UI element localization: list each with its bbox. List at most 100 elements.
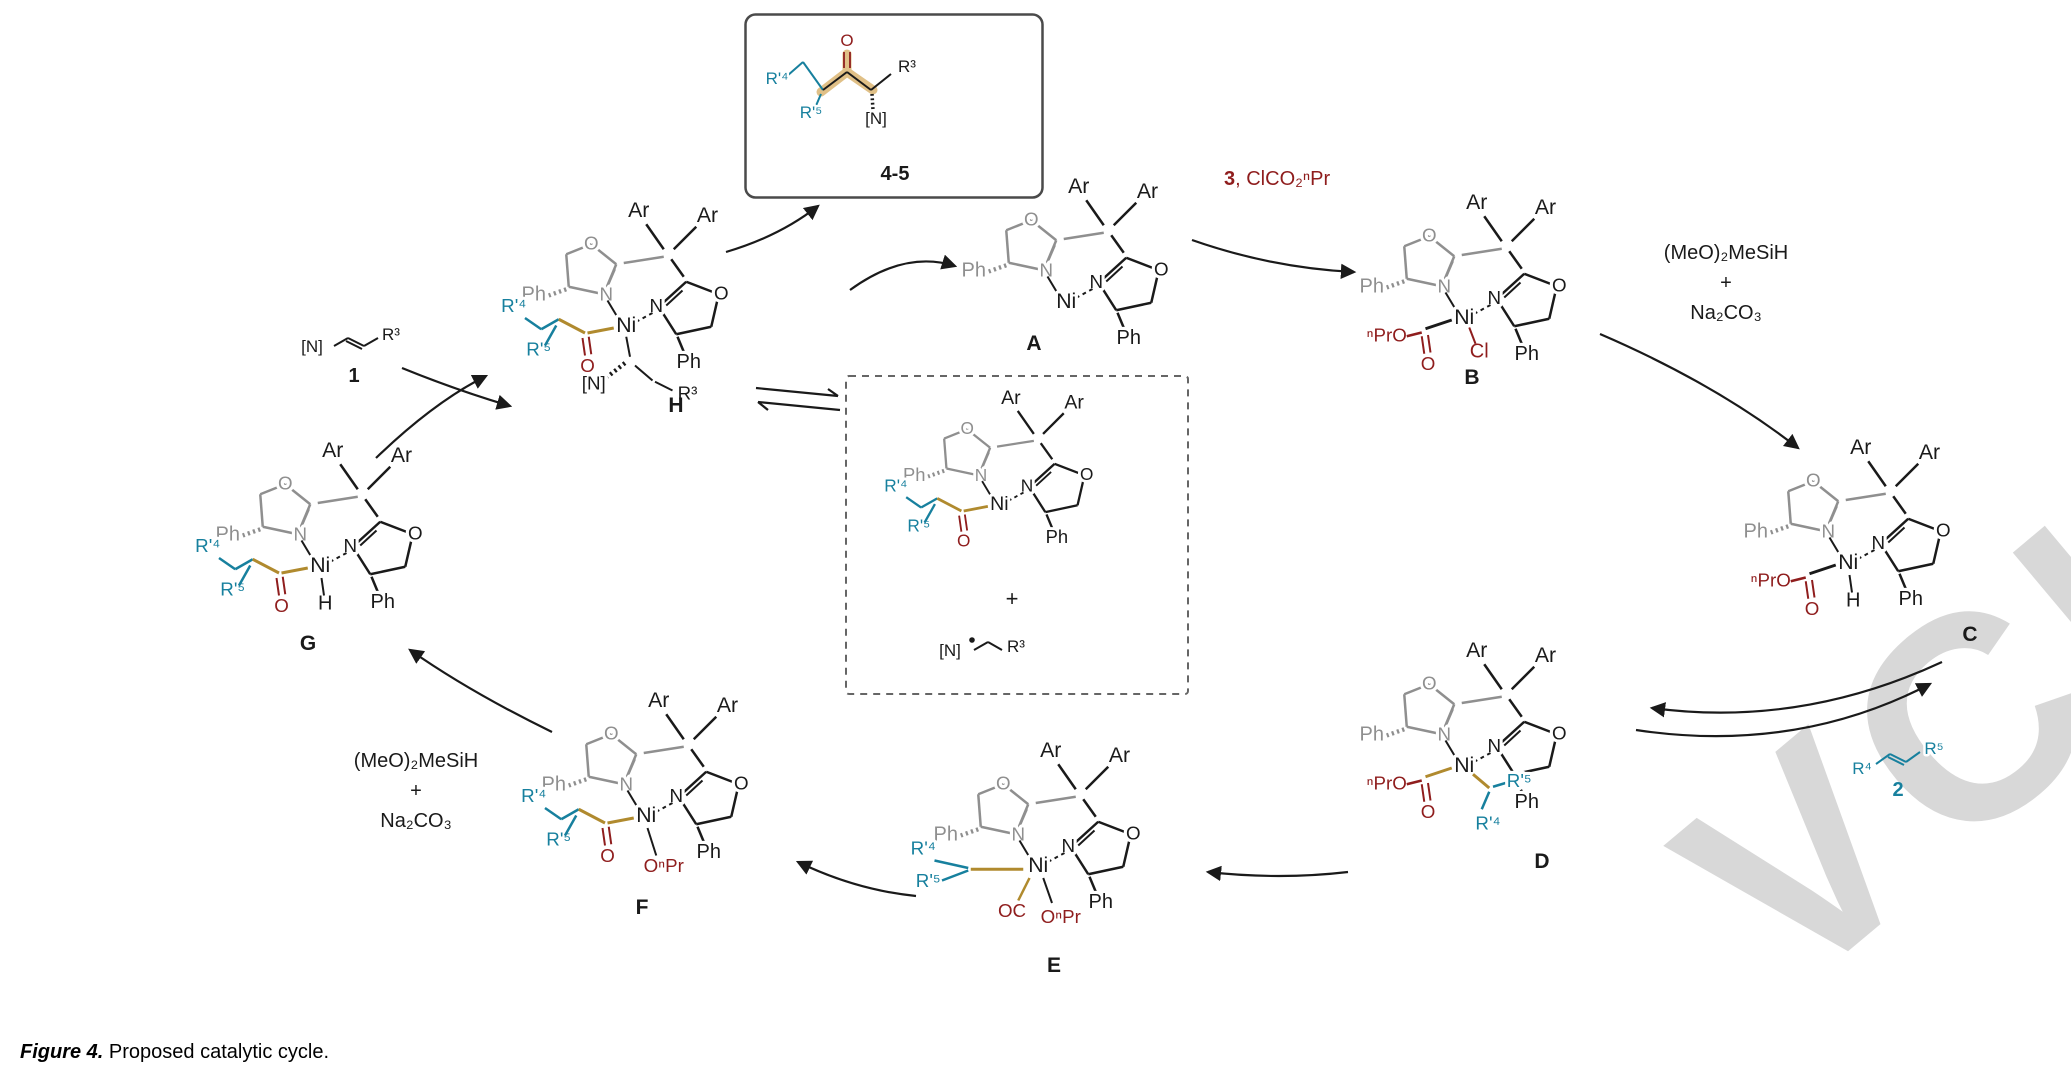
bond bbox=[1005, 219, 1032, 232]
ni-center: Ni bbox=[310, 553, 330, 577]
bond bbox=[1790, 576, 1807, 583]
atom-label: O bbox=[1154, 258, 1169, 279]
bond bbox=[1420, 336, 1426, 354]
bond bbox=[1425, 766, 1453, 779]
bond bbox=[1115, 301, 1152, 312]
product-black-bonds bbox=[822, 71, 892, 111]
bond bbox=[941, 869, 969, 882]
bond bbox=[601, 827, 606, 846]
bond bbox=[1386, 727, 1405, 738]
bond bbox=[1857, 549, 1875, 560]
ni-center: Ni bbox=[1056, 289, 1076, 313]
atom-label: Ph bbox=[934, 824, 958, 846]
bond bbox=[369, 565, 406, 576]
bond bbox=[685, 779, 704, 797]
atom-label: N bbox=[1487, 735, 1501, 756]
bond bbox=[1125, 256, 1160, 272]
bond bbox=[1008, 491, 1024, 502]
atom-label: Ar bbox=[1040, 738, 1061, 762]
atom-label: O bbox=[1422, 672, 1437, 693]
radical-bonds bbox=[973, 641, 1003, 651]
bond bbox=[1427, 334, 1432, 353]
product-teal-bonds bbox=[786, 61, 824, 109]
atom-label: OⁿPr bbox=[1041, 906, 1081, 927]
atom-label: Ar bbox=[717, 693, 738, 717]
arrow-f-to-g bbox=[408, 648, 553, 733]
bond bbox=[1898, 573, 1907, 590]
bond bbox=[339, 463, 359, 490]
atom-label: N bbox=[1487, 287, 1501, 308]
bond bbox=[1787, 491, 1792, 524]
bond bbox=[980, 825, 1017, 836]
bond bbox=[1790, 522, 1827, 533]
bond bbox=[936, 497, 963, 513]
bond bbox=[963, 505, 989, 513]
bond bbox=[585, 744, 590, 777]
bond bbox=[1468, 327, 1477, 345]
bond bbox=[1045, 504, 1078, 514]
plus-label: + bbox=[1720, 272, 1732, 294]
bond bbox=[1812, 480, 1840, 503]
atom-label: O bbox=[1024, 208, 1039, 229]
bond bbox=[606, 361, 627, 379]
atom-label: Ar bbox=[648, 688, 669, 712]
bond bbox=[981, 480, 994, 499]
atom-label: N bbox=[599, 284, 613, 305]
figure-caption: Figure 4. Proposed catalytic cycle. bbox=[20, 1041, 329, 1064]
bond bbox=[606, 268, 616, 288]
bond bbox=[242, 527, 261, 538]
bond bbox=[1110, 234, 1125, 254]
ni-center: Ni bbox=[1028, 853, 1048, 877]
atom-label: O bbox=[584, 232, 599, 253]
atom-label: Ar bbox=[697, 203, 718, 227]
atom-label: R'⁵ bbox=[907, 516, 930, 536]
bond bbox=[1105, 265, 1124, 283]
equilibrium-arrow-bottom bbox=[757, 400, 841, 412]
bond bbox=[1867, 460, 1887, 487]
atom-label: OC bbox=[998, 900, 1026, 921]
atom-label: O bbox=[996, 772, 1011, 793]
bond bbox=[1428, 235, 1456, 258]
bond bbox=[607, 816, 635, 825]
bond bbox=[560, 808, 580, 821]
bond bbox=[692, 715, 718, 741]
product-box: R'⁴ R'⁵ O [N] R³ 4-5 bbox=[744, 13, 1044, 199]
product-n-label: [N] bbox=[865, 109, 887, 128]
bond bbox=[690, 748, 705, 768]
bond bbox=[1087, 865, 1124, 876]
atom-label: Ar bbox=[1109, 743, 1130, 767]
bond bbox=[923, 503, 936, 524]
atom-label: O bbox=[957, 531, 970, 551]
bond bbox=[1523, 720, 1558, 736]
bond bbox=[1018, 808, 1028, 828]
bond bbox=[665, 289, 684, 307]
bond bbox=[587, 326, 615, 335]
bond bbox=[920, 497, 938, 509]
bond bbox=[300, 508, 310, 528]
bond bbox=[585, 733, 612, 746]
bond bbox=[1406, 277, 1443, 288]
atom-label: N bbox=[1821, 521, 1835, 542]
atom-label: O bbox=[1552, 274, 1567, 295]
bond bbox=[364, 498, 379, 518]
bond bbox=[366, 465, 392, 491]
bond bbox=[1932, 530, 1942, 565]
bond bbox=[351, 520, 382, 548]
bond bbox=[977, 794, 982, 827]
product-carbonyl-bond bbox=[843, 52, 851, 68]
arrow-d-to-e bbox=[1205, 865, 1349, 882]
bond bbox=[1069, 846, 1090, 875]
atom-label: O bbox=[1421, 801, 1436, 822]
reagent-silane-left: (MeO)₂MeSiH + Na₂CO₃ bbox=[326, 746, 506, 836]
bond bbox=[565, 254, 570, 287]
bond bbox=[1495, 298, 1516, 327]
bond bbox=[1097, 256, 1128, 284]
atom-label: Ar bbox=[1001, 387, 1021, 409]
bond bbox=[1444, 291, 1458, 312]
